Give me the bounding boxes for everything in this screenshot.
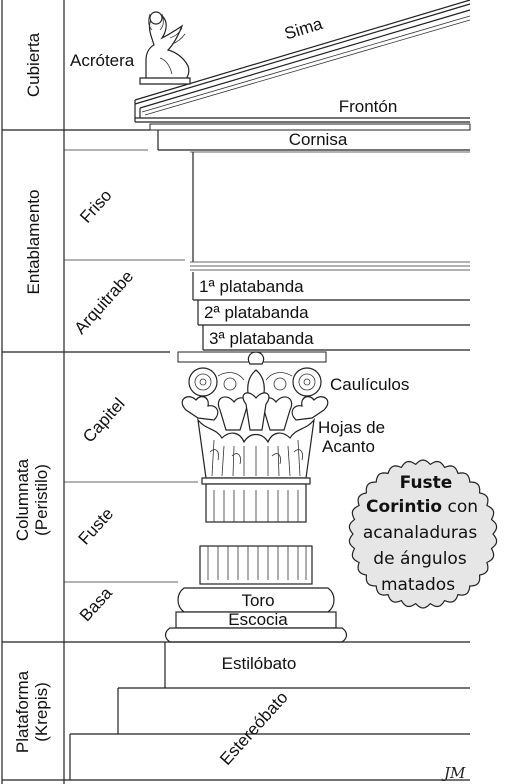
label-sima: Sima [282, 14, 325, 44]
label-platabanda-3: 3ª platabanda [209, 329, 314, 348]
label-toro: Toro [241, 591, 274, 610]
note-line-4: de ángulos [373, 549, 467, 569]
label-platabanda-2: 2ª platabanda [204, 303, 309, 322]
signature: JM [441, 764, 466, 782]
label-fuste: Fuste [75, 504, 118, 548]
category-grid [1, 0, 198, 784]
sphinx-acroterion-icon [139, 11, 191, 85]
note-line-1: Fuste [400, 473, 453, 493]
label-acanto: Acanto [322, 437, 375, 456]
architrave [192, 272, 470, 351]
column-shaft [199, 477, 313, 585]
fuste-note-badge: Fuste Corintio con acanaladuras de ángul… [348, 459, 498, 609]
label-estilobato: Estilóbato [222, 654, 297, 673]
label-friso: Friso [76, 186, 115, 227]
frieze [190, 152, 470, 271]
label-platabanda-1: 1ª platabanda [199, 277, 304, 296]
label-arquitrabe: Arquitrabe [71, 267, 138, 338]
pediment [134, 0, 471, 123]
label-capitel: Capitel [79, 394, 129, 446]
category-columnata: Columnata [13, 458, 32, 541]
category-entablamento: Entablamento [24, 190, 43, 295]
label-estereobato: Estereóbato [216, 688, 291, 769]
label-fronton: Frontón [339, 97, 398, 116]
category-cubierta: Cubierta [24, 32, 43, 97]
label-hojas-de: Hojas de [318, 418, 385, 437]
note-line-2: Corintio con [366, 497, 478, 517]
label-acrotera: Acrótera [70, 51, 135, 70]
label-basa: Basa [76, 583, 116, 625]
category-plataforma: Plataforma [13, 670, 32, 753]
column-base [164, 587, 348, 643]
category-peristilo: (Peristilo) [32, 464, 51, 536]
cornice [149, 123, 471, 153]
note-line-3: acanaladuras [363, 523, 477, 543]
note-line-5: matados [381, 575, 455, 595]
label-escocia: Escocia [228, 610, 288, 629]
label-cornisa: Cornisa [289, 130, 348, 149]
category-krepis: (Krepis) [32, 682, 51, 742]
krepis-steps [69, 641, 470, 781]
corinthian-capital [177, 351, 329, 479]
label-cauliculos: Caulículos [330, 375, 409, 394]
